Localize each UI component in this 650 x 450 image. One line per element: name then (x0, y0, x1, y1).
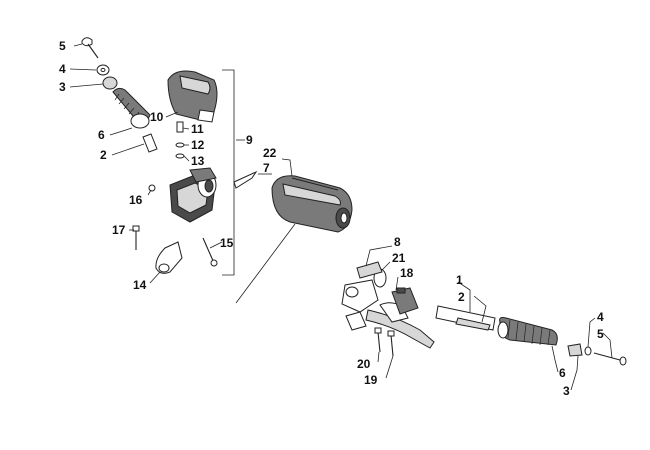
throttle-housing (169, 167, 217, 223)
leader-lines (69, 43, 613, 391)
switch-housing (391, 287, 419, 315)
callout-1: 1 (456, 273, 463, 287)
reservoir-decal (356, 261, 383, 279)
lever-screw (132, 225, 140, 250)
callout-20: 20 (357, 357, 371, 371)
right-bar-end-weight (567, 343, 583, 357)
callout-7: 7 (263, 161, 270, 175)
callout-labels: 5 4 3 6 2 10 11 12 13 9 7 22 16 17 15 14… (59, 39, 604, 398)
left-throttle-tube (142, 133, 158, 153)
callout-15: 15 (220, 236, 234, 250)
callout-3-left: 3 (59, 80, 66, 94)
callout-4-right: 4 (597, 310, 604, 324)
callout-8: 8 (394, 235, 401, 249)
callout-2-left: 2 (100, 148, 107, 162)
right-throttle-tube (435, 305, 496, 331)
callout-6-left: 6 (98, 128, 105, 142)
callout-19: 19 (364, 373, 378, 387)
left-bar-end-weight (102, 76, 118, 90)
callout-16: 16 (129, 193, 143, 207)
left-washer (96, 64, 110, 76)
callout-5-right: 5 (597, 327, 604, 341)
right-washer (584, 346, 592, 356)
throttle-housing-cover (167, 70, 218, 123)
callout-6-right: 6 (559, 366, 566, 380)
callout-22: 22 (263, 146, 277, 160)
left-bar-end-screw (81, 37, 99, 59)
callout-18: 18 (400, 266, 414, 280)
cover-screw-stack (175, 121, 185, 159)
callout-11: 11 (191, 122, 204, 136)
callout-5-left: 5 (59, 39, 66, 53)
callout-2-right: 2 (458, 290, 465, 304)
callout-4-left: 4 (59, 62, 66, 76)
callout-9: 9 (246, 133, 253, 147)
throttle-lever (155, 241, 183, 274)
right-screw-19 (387, 330, 395, 357)
housing-clamp-screw (202, 237, 218, 267)
right-bar-end-screw (593, 352, 627, 366)
callout-14: 14 (133, 278, 147, 292)
brake-master-cylinder (341, 279, 379, 331)
right-grip (497, 317, 558, 346)
left-grip (112, 87, 151, 129)
housing-screw (148, 184, 156, 192)
right-screw-20 (374, 327, 382, 353)
group-bracket-9 (222, 69, 235, 276)
handlebar-pad (271, 175, 353, 233)
callout-17: 17 (112, 223, 126, 237)
callout-21: 21 (392, 251, 406, 265)
callout-12: 12 (191, 138, 205, 152)
callout-13: 13 (191, 154, 205, 168)
callout-3-right: 3 (563, 384, 570, 398)
decal (233, 170, 258, 189)
callout-10: 10 (150, 110, 164, 124)
